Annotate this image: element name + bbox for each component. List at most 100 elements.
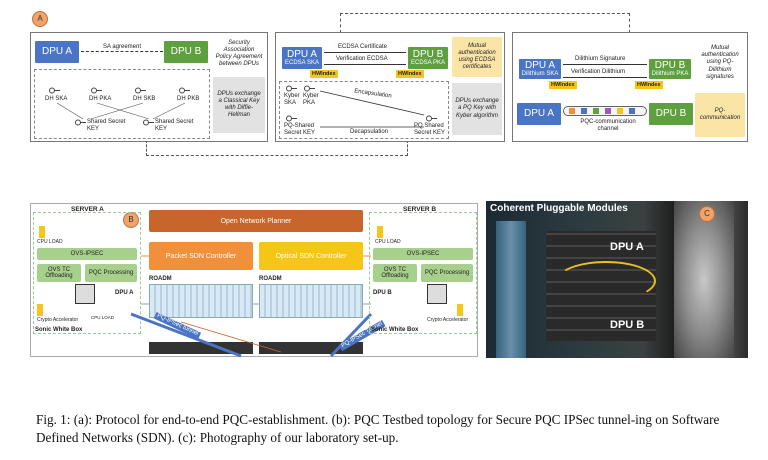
dpu-a-photo-label: DPU A [610,241,644,253]
pqc-processing-b: PQC Processing [421,264,473,282]
shared-key-label-1: Shared Secret KEY [87,119,126,132]
packet-block [605,108,611,114]
dh-pka-label: DH PKA [89,96,112,102]
crypto-accelerator-b: Crypto Accelerator [427,317,469,323]
decapsulation-label: Decapsulation [350,129,389,135]
hw-index-a: HWIndex [549,81,577,89]
dpu-b-comm-label: DPU B [655,107,687,119]
key-icon [91,87,102,94]
note-kyber-exchange: DPUs exchange a PQ Key with Kyber algori… [452,83,502,135]
cpu-load-label: CPU LOAD [37,239,63,245]
dh-dashed-box [34,69,210,139]
packet-block [617,108,623,114]
dpu-a-sub: ECDSA SKA [284,60,319,67]
pq-shared-key-label-1: PQ-Shared Secret KEY [284,123,316,136]
dilithium-verification-arrow [563,77,647,78]
shared-key-label-2: Shared Secret KEY [155,119,194,132]
sonic-white-box-b: Sonic White Box [371,327,419,333]
dilithium-verification-label: Verification Dilithium [571,69,626,75]
ecdsa-verification-label: Verification ECDSA [336,56,388,62]
cpu-load-bar [377,226,383,238]
crypto-accel-bar [457,304,463,316]
crypto-accel-bar [37,304,43,316]
sonic-white-box-a: Sonic White Box [35,327,83,333]
server-b-title: SERVER B [403,206,437,213]
dpu-a-topo-label: DPU A [115,290,134,296]
connector-top [340,13,630,33]
yellow-fiber [556,261,656,301]
fiber-spool [674,201,734,358]
dpu-b-sub: ECDSA PKA [410,60,445,67]
panel-a-label: A [32,11,48,27]
encapsulation-arrow [319,90,425,128]
key-icon [135,87,146,94]
packet-block [593,108,599,114]
dpu-b-photo-label: DPU B [610,319,645,331]
key-icon [304,85,315,92]
note-pq-communication: PQ-communication [695,93,745,137]
dilithium-sig-arrow [563,64,647,65]
key-icon [49,87,60,94]
roadm-device-1 [149,284,253,318]
dpu-a-label: DPU A [286,48,317,60]
coherent-pluggable-title: Coherent Pluggable Modules [490,203,628,214]
packet-sdn-controller: Packet SDN Controller [149,242,253,270]
dpu-a-label: DPU A [41,45,72,57]
dpu-b-sub: Dilithium PKA [651,71,689,78]
packet-block [629,108,635,114]
packet-block [581,108,587,114]
hw-index-a: HWIndex [310,70,338,78]
note-dilithium-auth: Mutual authentication using PQ-Dilithium… [695,39,745,87]
dpu-b-topo-label: DPU B [373,290,392,296]
crypto-accelerator-a: Crypto Accelerator [37,317,79,323]
server-a-box [33,212,141,334]
dilithium-sig-label: Dilithium Signature [575,56,626,62]
cpu-load-bar [39,226,45,238]
server-b-box [369,212,477,334]
key-icon [426,115,437,122]
key-icon [75,119,86,126]
server-a-title: SERVER A [71,206,104,213]
dpu-a-comm-box: DPU A [517,103,561,125]
dpu-a-box: DPU A [35,41,79,63]
note-dh-exchange: DPUs exchange a Classical Key with Diffi… [213,77,265,133]
figure-caption: Fig. 1: (a): Protocol for end-to-end PQC… [36,412,720,445]
optical-sdn-controller: Optical SDN Controller [259,242,363,270]
ovs-tc-b: OVS TC Offloading [373,264,417,282]
kyber-ska-label: Kyber SKA [284,93,300,106]
cpu-load-label-b: CPU LOAD [375,239,401,245]
protocol-section-classical: DPU A DPU B SA agreement Security Associ… [30,32,268,142]
ecdsa-cert-arrow [324,52,406,53]
roadm-label-2: ROADM [259,276,282,282]
dpu-a-sub: Dilithium SKA [521,71,559,78]
key-icon [286,85,297,92]
chip-icon [427,284,447,304]
cable-bundle [496,221,526,358]
hw-index-b: HWIndex [396,70,424,78]
sa-agreement-label: SA agreement [103,44,142,50]
dpu-b-label: DPU B [170,45,202,57]
dpu-a-comm-label: DPU A [523,107,554,119]
dpu-a-label: DPU A [524,59,555,71]
cpu-load-inner-label: CPU LOAD [91,315,115,320]
key-icon [286,115,297,122]
pq-shared-key-label-2: PQ Shared Secret KEY [414,123,446,136]
kyber-dashed-box [279,81,449,139]
pqc-channel-label: PQC-communication channel [580,119,636,132]
ovs-ipsec-b: OVS-IPSEC [373,248,473,260]
fiber-links [130,255,373,358]
hw-index-b: HWIndex [635,81,663,89]
roadm-device-2 [259,284,363,318]
note-sa-policy: Security Association Policy Agreement be… [213,37,265,71]
note-ecdsa-auth: Mutual authentication using ECDSA certif… [452,37,502,77]
ecdsa-verification-arrow [324,64,406,65]
ecdsa-cert-label: ECDSA Certificate [338,44,388,50]
key-icon [143,119,154,126]
dh-ska-label: DH SKA [45,96,68,102]
dh-skb-label: DH SKB [133,96,156,102]
